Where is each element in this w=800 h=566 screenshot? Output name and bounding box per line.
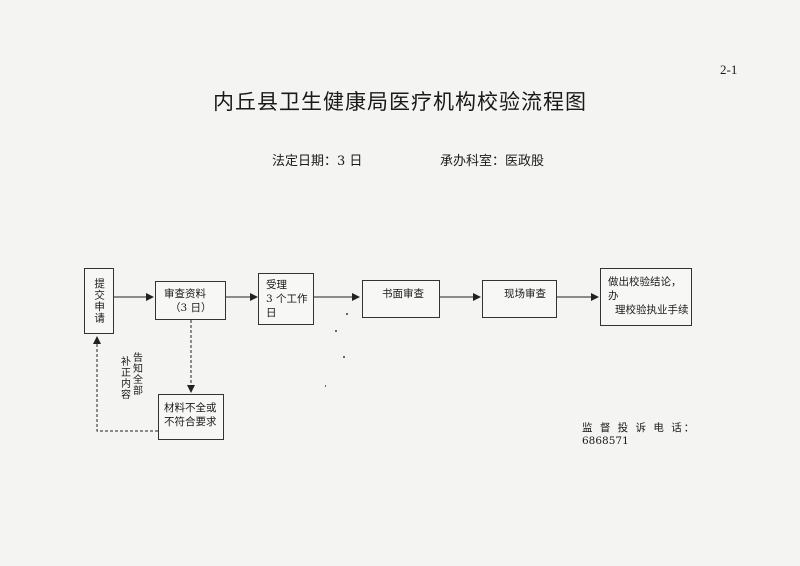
node-decision: 做出校验结论，办 理校验执业手续 (600, 268, 692, 326)
node-onsite-review-label: 现场审查 (504, 288, 546, 300)
node-written-review: 书面审查 (362, 280, 440, 318)
node-onsite-review: 现场审查 (482, 280, 557, 318)
node-accept-days-unit: 日 (266, 307, 277, 320)
scan-speck (335, 330, 337, 332)
node-decision-line2: 理校验执业手续 (615, 304, 689, 317)
node-decision-line1: 做出校验结论，办 (608, 276, 682, 303)
node-written-review-label: 书面审查 (382, 288, 424, 300)
complaint-hotline-label: 监 督 投 诉 电 话： (582, 422, 697, 434)
node-submit-application-label: 提交申请 (93, 278, 106, 324)
node-submit-application: 提交申请 (84, 268, 114, 334)
arrow-incomplete-to-submit (93, 336, 158, 432)
scan-speck (346, 313, 348, 315)
node-accept-label: 受理 (266, 279, 287, 291)
responsible-department: 承办科室：医政股 (440, 154, 545, 169)
legal-days: 法定日期：3 日 (272, 154, 363, 169)
annotation-notify-all: 告知全部 (130, 352, 142, 396)
node-incomplete-line1: 材料不全或 (164, 402, 217, 414)
scan-speck (325, 385, 326, 387)
page-title: 内丘县卫生健康局医疗机构校验流程图 (213, 90, 587, 114)
annotation-supplement: 补正内容 (118, 356, 130, 400)
scan-speck (343, 356, 345, 358)
node-accept-days: 3 个工作 (266, 293, 308, 306)
page-number: 2-1 (720, 62, 738, 77)
node-review-materials: 审查资料 （3 日） (155, 281, 226, 320)
node-review-materials-days: （3 日） (170, 302, 212, 315)
node-incomplete-materials: 材料不全或 不符合要求 (158, 394, 224, 440)
node-review-materials-label: 审查资料 (164, 288, 206, 300)
complaint-hotline-number: 6868571 (582, 435, 629, 447)
node-incomplete-line2: 不符合要求 (164, 416, 217, 429)
node-accept: 受理 3 个工作 日 (258, 273, 314, 325)
